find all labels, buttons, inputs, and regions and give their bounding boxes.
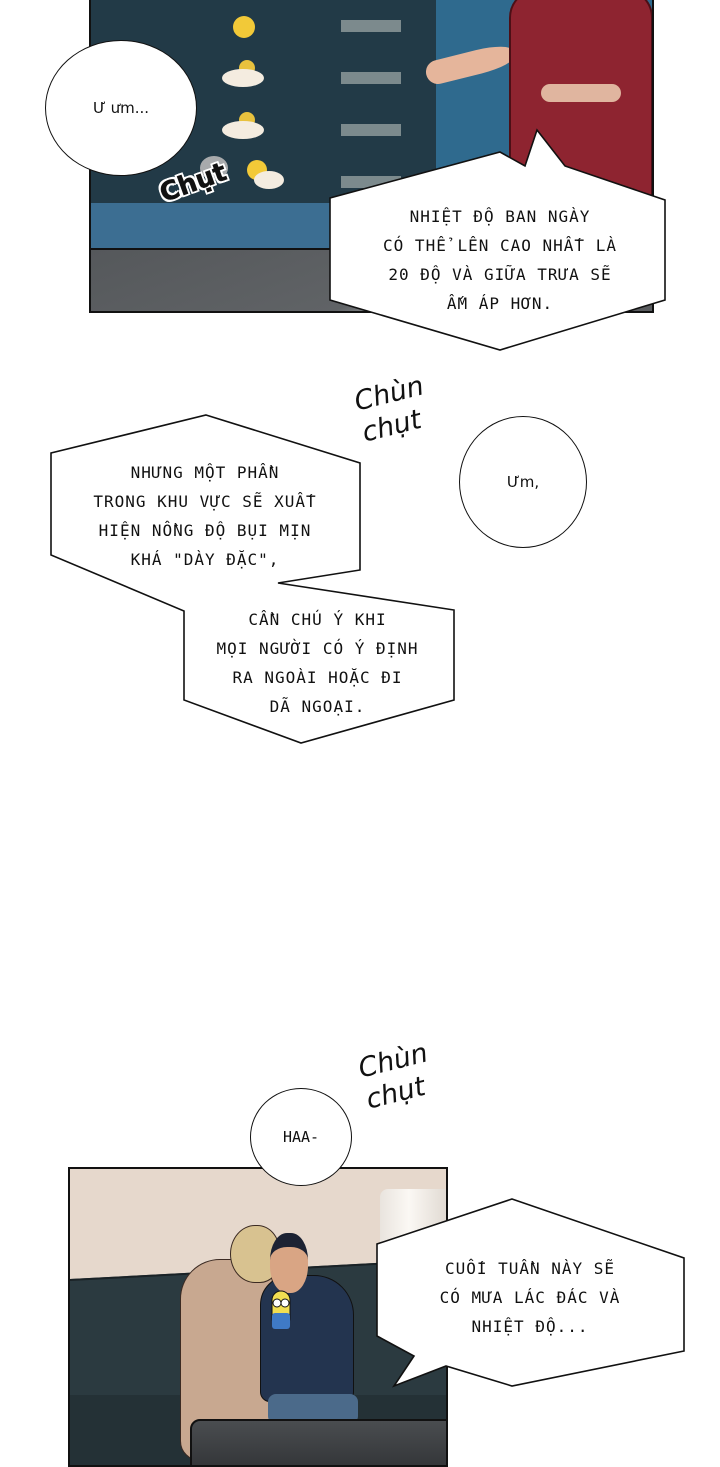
gray-cloud-icon [200, 156, 228, 180]
bubble-text-lower: CẦN CHÚ Ý KHI MỌI NGƯỜI CÓ Ý ĐỊNH RA NGO… [216, 610, 419, 716]
bubble-text-tv: CUỐI TUẦN NÀY SẼ CÓ MƯA LÁC ĐÁC VÀ NHIỆT… [439, 1259, 621, 1336]
bubble-text: Ưm, [506, 473, 540, 491]
bubble-text-upper: NHƯNG MỘT PHẦN TRONG KHU VỰC SẼ XUẤT HIỆ… [93, 463, 317, 569]
tv-back [190, 1419, 446, 1465]
minion-print-icon [271, 1290, 291, 1329]
speech-bubble-hex-combined [50, 414, 455, 744]
sun-behind-cloud-icon [247, 160, 284, 189]
speech-bubble-presenter [329, 128, 666, 351]
character-dark-head [270, 1233, 308, 1293]
speech-bubble-tv [376, 1198, 685, 1388]
speech-bubble-round: HAA- [250, 1088, 352, 1186]
presenter-hand [423, 41, 517, 87]
bubble-text: HAA- [282, 1128, 320, 1146]
presenter-arm [541, 84, 621, 102]
partly-cloudy-icon [222, 112, 264, 139]
bubble-text: Ư ưm... [92, 99, 150, 117]
speech-bubble-round: Ưm, [459, 416, 587, 548]
temperature-column [341, 12, 401, 192]
sun-icon [233, 16, 255, 38]
partly-cloudy-icon [222, 60, 264, 87]
speech-bubble-round: Ư ưm... [45, 40, 197, 176]
sfx-chun-chut: Chùn chụt [355, 1037, 431, 1116]
bubble-text-presenter: NHIỆT ĐỘ BAN NGÀY CÓ THỂ LÊN CAO NHẤT LÀ… [383, 207, 617, 313]
